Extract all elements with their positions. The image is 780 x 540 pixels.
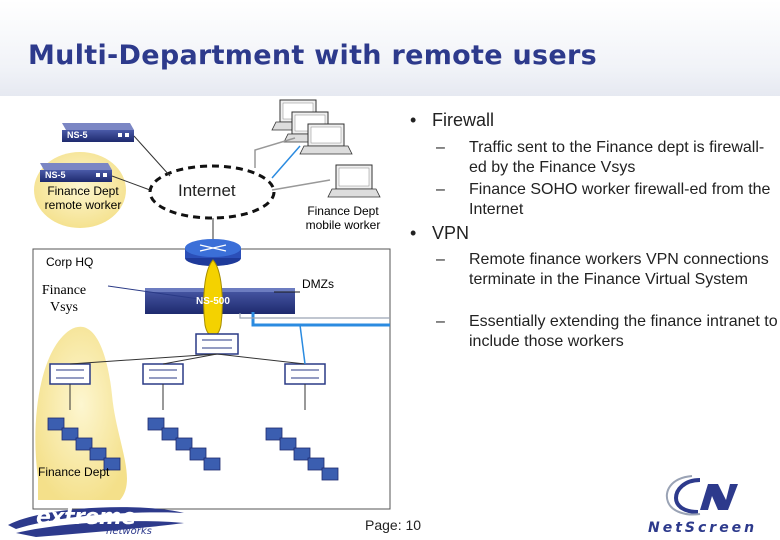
mobile-worker-label: Finance Dept mobile worker	[305, 204, 381, 232]
ns5-device-remote	[40, 163, 112, 182]
extreme-logo-text: extreme	[36, 505, 136, 530]
switch-left	[49, 363, 91, 385]
internet-cloud	[148, 164, 276, 220]
extreme-networks-logo: extreme networks	[6, 503, 186, 539]
bullet-list: •Firewall –Traffic sent to the Finance d…	[410, 110, 780, 370]
bullet-firewall: •Firewall	[410, 110, 495, 130]
netscreen-logo-text: NetScreen	[648, 520, 758, 536]
bullet-vpn: •VPN	[410, 223, 470, 243]
internet-label: Internet	[178, 181, 236, 200]
workstation-group-mid	[147, 417, 221, 471]
switch-right	[284, 363, 326, 385]
netscreen-logo: NetScreen	[640, 472, 776, 538]
mobile-worker-laptop	[327, 164, 381, 198]
ns500-label: NS-500	[196, 296, 230, 307]
dmzs-label: DMZs	[302, 277, 334, 291]
slide-title: Multi-Department with remote users	[28, 40, 598, 71]
ns5-remote-label: NS-5	[45, 170, 66, 180]
title-band	[0, 0, 780, 96]
sub-bullet-vpn-2: –Essentially extending the finance intra…	[436, 313, 778, 350]
switch-center	[195, 333, 239, 355]
finance-vsys-label: Finance Vsys	[41, 283, 87, 315]
ns5-device-top	[62, 123, 134, 142]
sub-bullet-firewall-1: –Traffic sent to the Finance dept is fir…	[436, 139, 765, 176]
workstation-group-right	[265, 427, 339, 481]
ns5-top-label: NS-5	[67, 130, 88, 140]
workstation-group-left	[47, 417, 121, 471]
sub-bullet-vpn-1: –Remote finance workers VPN connections …	[436, 251, 769, 288]
extreme-logo-sub: networks	[106, 526, 152, 537]
laptop-cluster	[271, 99, 353, 155]
sub-bullet-firewall-2: –Finance SOHO worker firewall-ed from th…	[436, 181, 771, 218]
page-number: Page: 10	[365, 517, 422, 533]
switch-mid	[142, 363, 184, 385]
corp-hq-label: Corp HQ	[46, 255, 94, 269]
remote-worker-label: Finance Dept remote worker	[44, 184, 122, 212]
finance-dept-label: Finance Dept	[38, 465, 110, 479]
router	[185, 239, 241, 266]
netscreen-mark-icon	[665, 475, 738, 516]
